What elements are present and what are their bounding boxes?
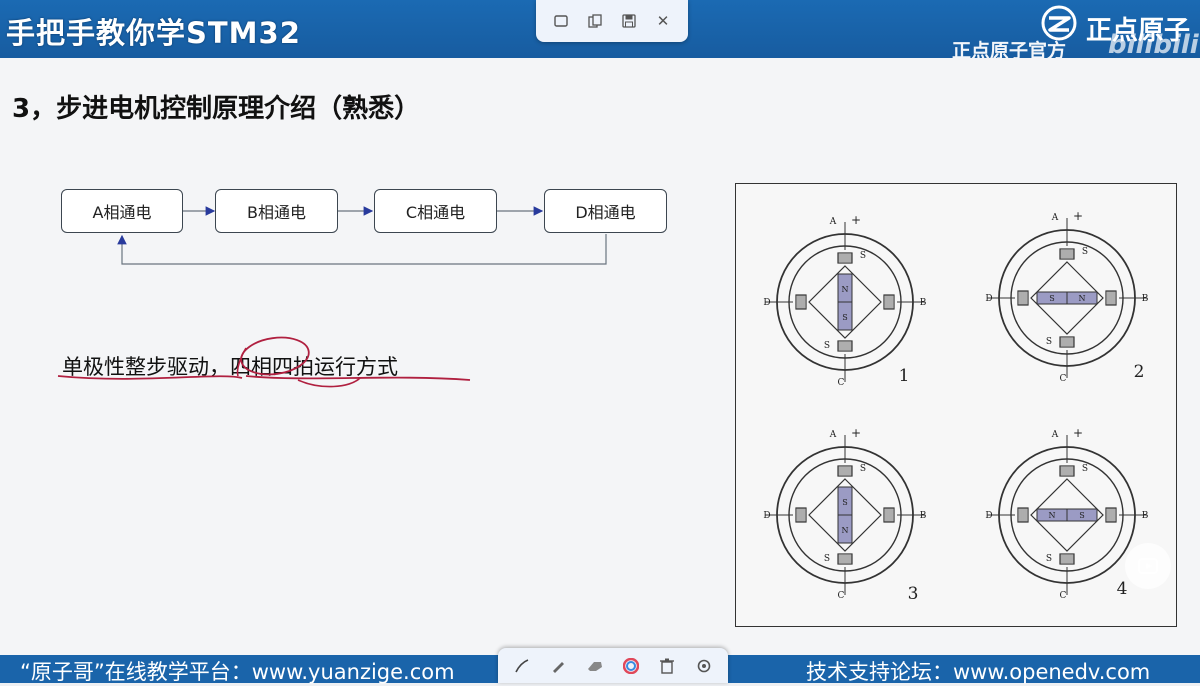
rotor-pole-label: N xyxy=(1049,511,1056,520)
winding-path xyxy=(1030,261,1104,335)
eraser-icon[interactable] xyxy=(583,654,607,678)
pole-label-b: B xyxy=(920,298,927,308)
stator-pole xyxy=(837,252,853,264)
rotor-pole-label: S xyxy=(1049,294,1054,303)
stator-pole xyxy=(837,553,853,565)
stator-s-label: S xyxy=(1046,337,1052,347)
pole-label-d: D xyxy=(763,511,770,521)
stator-s-label: S xyxy=(860,464,866,474)
panel-number: 4 xyxy=(1117,579,1128,599)
brand-name: 正点原子 xyxy=(1086,16,1191,46)
panel-number: 2 xyxy=(1134,362,1145,382)
pole-label-plus: + xyxy=(851,426,861,440)
rotor-pole-label: N xyxy=(842,285,849,294)
pole-label-a: A xyxy=(1051,430,1059,440)
winding-path xyxy=(1030,478,1104,552)
settings-icon[interactable] xyxy=(692,654,716,678)
stator-s-label: S xyxy=(1082,247,1088,257)
rotor-magnet-bottom xyxy=(837,301,853,331)
drive-mode-description: 单极性整步驱动，四相四拍运行方式 xyxy=(62,355,398,379)
annotation-toolbar xyxy=(498,648,728,683)
rotor-pole-label: N xyxy=(1079,294,1086,303)
stator-pole xyxy=(1059,553,1075,565)
stator-pole xyxy=(1105,290,1117,306)
pole-label-a: A xyxy=(829,217,837,227)
color-wheel-icon[interactable] xyxy=(619,654,643,678)
bilibili-watermark: bilibili xyxy=(1108,30,1199,60)
pole-label-c: C xyxy=(838,591,845,601)
pole-label-b: B xyxy=(1142,294,1149,304)
stator-pole xyxy=(1017,290,1029,306)
play-icon xyxy=(1138,558,1158,574)
panel-number: 1 xyxy=(899,366,910,386)
flow-arrow-d-a xyxy=(117,234,607,265)
rotor-pole-label: S xyxy=(1079,511,1084,520)
pole-label-d: D xyxy=(985,511,992,521)
play-button[interactable] xyxy=(1125,543,1171,589)
pole-label-c: C xyxy=(1060,591,1067,601)
pole-label-b: B xyxy=(920,511,927,521)
stator-pole xyxy=(1059,336,1075,348)
pole-label-plus: + xyxy=(851,213,861,227)
window-icon[interactable] xyxy=(550,10,572,32)
pole-label-plus: + xyxy=(1073,209,1083,223)
rotor-pole-label: S xyxy=(842,498,847,507)
stator-s-label: S xyxy=(1046,554,1052,564)
copy-icon[interactable] xyxy=(584,10,606,32)
rotor-pole-label: S xyxy=(842,313,847,322)
winding-path xyxy=(808,265,882,339)
flow-step-c: C相通电 xyxy=(374,189,497,233)
panel-number: 3 xyxy=(908,584,919,604)
pole-label-b: B xyxy=(1142,511,1149,521)
stator-pole xyxy=(795,294,807,310)
flow-step-a: A相通电 xyxy=(61,189,183,233)
stator-pole xyxy=(883,507,895,523)
rotor-pole-label: N xyxy=(842,526,849,535)
rotor-magnet-right xyxy=(1066,291,1098,305)
flow-step-b: B相通电 xyxy=(215,189,338,233)
brand: 正点原子 xyxy=(1040,4,1200,46)
course-title: 手把手教你学STM32 xyxy=(6,16,301,50)
save-icon[interactable] xyxy=(618,10,640,32)
pole-label-a: A xyxy=(829,430,837,440)
pole-label-a: A xyxy=(1051,213,1059,223)
stator-pole xyxy=(1059,248,1075,260)
stator-pole xyxy=(837,340,853,352)
stator-pole xyxy=(837,465,853,477)
window-toolbar: ✕ xyxy=(536,0,688,42)
pole-label-d: D xyxy=(985,294,992,304)
trash-icon[interactable] xyxy=(655,654,679,678)
slide-heading: 3，步进电机控制原理介绍（熟悉） xyxy=(12,94,421,124)
stator-s-label: S xyxy=(824,554,830,564)
close-icon[interactable]: ✕ xyxy=(656,12,670,30)
stator-pole xyxy=(883,294,895,310)
winding-path xyxy=(808,478,882,552)
footer-forum-url: 技术支持论坛：www.openedv.com xyxy=(806,660,1151,684)
pole-label-plus: + xyxy=(1073,426,1083,440)
rotor-magnet-right xyxy=(1066,508,1098,522)
marker-icon[interactable] xyxy=(546,654,570,678)
rotor-magnet-bottom xyxy=(837,514,853,544)
official-channel-label: 正点原子官方 xyxy=(952,40,1067,62)
pole-label-d: D xyxy=(763,298,770,308)
pen-icon[interactable] xyxy=(510,654,534,678)
stator-s-label: S xyxy=(860,251,866,261)
slide-canvas: 3，步进电机控制原理介绍（熟悉） A相通电 B相通电 C相通电 D相通电 单极性… xyxy=(0,58,1200,655)
pole-label-c: C xyxy=(1060,374,1067,384)
stator-pole xyxy=(1017,507,1029,523)
flow-step-d: D相通电 xyxy=(544,189,667,233)
stator-pole xyxy=(1059,465,1075,477)
stator-pole xyxy=(795,507,807,523)
stator-s-label: S xyxy=(1082,464,1088,474)
stator-pole xyxy=(1105,507,1117,523)
footer-platform-url: “原子哥”在线教学平台：www.yuanzige.com xyxy=(20,660,455,684)
pole-label-c: C xyxy=(838,378,845,388)
brand-logo-icon xyxy=(1041,5,1077,41)
stator-s-label: S xyxy=(824,341,830,351)
